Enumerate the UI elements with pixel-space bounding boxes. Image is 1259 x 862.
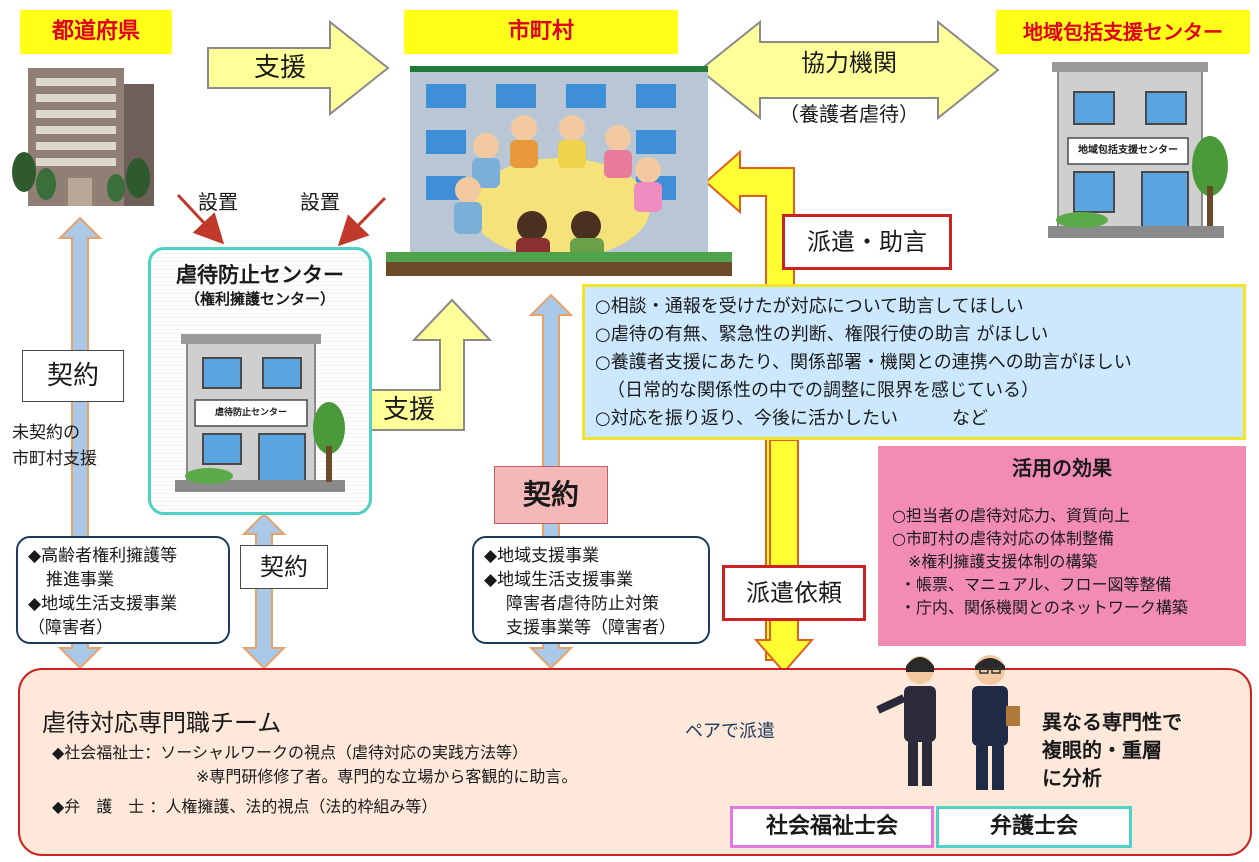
prefecture-label: 都道府県	[20, 10, 172, 54]
establish-arrow-left	[176, 193, 225, 245]
regional-center-sign: 地域包括支援センター	[1078, 145, 1178, 156]
left-project-line-4: （障害者）	[28, 618, 113, 638]
left-project-line-3: ◆地域生活支援事業	[28, 594, 178, 614]
uncontracted-note: 未契約の 市町村支援	[12, 420, 97, 472]
abuse-center-sign: 虐待防止センター	[214, 408, 287, 418]
support-label-top: 支援	[253, 53, 306, 83]
team-social-worker: ◆社会福祉士：ソーシャルワークの視点（虐待対応の実践方法等）	[52, 743, 528, 762]
cooperation-label: 協力機関	[801, 49, 897, 77]
right-project-line-4: 支援事業等（障害者）	[506, 618, 676, 638]
advice-needs-box: ○相談・通報を受けたが対応について助言してほしい ○虐待の有無、緊急性の判断、権…	[582, 284, 1246, 440]
advice-need-5: ○対応を振り返り、今後に活かしたい など	[595, 408, 988, 429]
team-analysis-line-2: 複眼的・重層	[1042, 738, 1162, 762]
municipality-label: 市町村	[404, 10, 678, 54]
right-project-line-1: ◆地域支援事業	[484, 546, 600, 566]
team-analysis: 異なる専門性で 複眼的・重層 に分析	[1042, 708, 1182, 792]
effects-item-4: ・帳票、マニュアル、フロー図等整備	[900, 575, 1172, 594]
advice-need-1: ○相談・通報を受けたが対応について助言してほしい	[595, 296, 1024, 317]
left-projects-box: ◆高齢者権利擁護等 推進事業 ◆地域生活支援事業 （障害者）	[16, 536, 230, 644]
contract-label-middle: 契約	[240, 545, 328, 589]
contract-label-left: 契約	[22, 350, 124, 402]
dispatch-request-arrow	[753, 439, 815, 674]
effects-item-5: ・庁内、関係機関とのネットワーク構築	[900, 598, 1188, 617]
advice-need-3: ○養護者支援にあたり、関係部署・機関との連携への助言がほしい	[595, 352, 1132, 373]
team-analysis-line-3: に分析	[1042, 766, 1102, 790]
establish-label-1: 設置	[198, 190, 238, 214]
cooperation-sublabel: （養護者虐待）	[779, 102, 919, 126]
effects-item-1: ○担当者の虐待対応力、資質向上	[892, 506, 1130, 525]
dispatch-request-label: 派遣依頼	[722, 565, 866, 621]
effects-box: 活用の効果 ○担当者の虐待対応力、資質向上 ○市町村の虐待対応の体制整備 ※権利…	[878, 446, 1246, 646]
advice-need-2: ○虐待の有無、緊急性の判断、権限行使の助言 がほしい	[595, 324, 1049, 345]
professional-team-box: 虐待対応専門職チーム ◆社会福祉士：ソーシャルワークの視点（虐待対応の実践方法等…	[18, 655, 1252, 856]
regional-center-label: 地域包括支援センター	[996, 10, 1250, 54]
right-project-line-3: 障害者虐待防止対策	[506, 594, 659, 614]
professionals-illustration	[870, 648, 1040, 798]
effects-item-2: ○市町村の虐待対応の体制整備	[892, 529, 1114, 548]
support-arrow-center	[367, 298, 493, 431]
team-social-worker-note: ※専門研修修了者。専門的な立場から客観的に助言。	[196, 767, 578, 786]
team-title: 虐待対応専門職チーム	[42, 709, 282, 737]
left-project-line-2: 推進事業	[46, 570, 114, 590]
right-projects-box: ◆地域支援事業 ◆地域生活支援事業 障害者虐待防止対策 支援事業等（障害者）	[472, 536, 710, 644]
municipality-meeting-illustration	[386, 58, 732, 284]
abuse-prevention-center-box: 虐待防止センター （権利擁護センター） 虐待防止センター	[148, 247, 372, 515]
abuse-center-title: 虐待防止センター	[176, 263, 344, 287]
contract-label-right: 契約	[494, 466, 608, 524]
advice-need-4: （日常的な関係性の中での調整に限界を感じている）	[607, 380, 1039, 401]
cooperation-arrow	[698, 19, 1000, 121]
establish-arrow-right	[337, 196, 387, 247]
uncontracted-note-line-1: 未契約の	[12, 423, 80, 443]
prefecture-building-illustration	[10, 60, 160, 210]
team-analysis-line-1: 異なる専門性で	[1042, 710, 1182, 734]
social-worker-association: 社会福祉士会	[730, 806, 934, 848]
right-project-line-2: ◆地域生活支援事業	[484, 570, 634, 590]
abuse-center-subtitle: （権利擁護センター）	[184, 290, 335, 308]
contract-arrow-middle	[241, 512, 287, 670]
regional-center-building-illustration: 地域包括支援センター	[1038, 62, 1234, 242]
effects-item-3: ※権利擁護支援体制の構築	[908, 552, 1098, 571]
lawyer-association: 弁護士会	[936, 806, 1132, 848]
uncontracted-note-line-2: 市町村支援	[12, 449, 97, 469]
team-lawyer: ◆弁 護 士 ：人権擁護、法的視点（法的枠組み等）	[52, 797, 438, 816]
effects-title: 活用の効果	[1012, 456, 1112, 480]
establish-label-2: 設置	[300, 190, 340, 214]
support-label-center: 支援	[382, 395, 435, 425]
support-arrow-top	[207, 19, 390, 117]
dispatch-advice-label: 派遣・助言	[782, 214, 952, 270]
abuse-center-building-illustration: 虐待防止センター	[169, 334, 359, 494]
left-project-line-1: ◆高齢者権利擁護等	[28, 546, 178, 566]
pair-dispatch-label: ペアで派遣	[685, 721, 775, 742]
